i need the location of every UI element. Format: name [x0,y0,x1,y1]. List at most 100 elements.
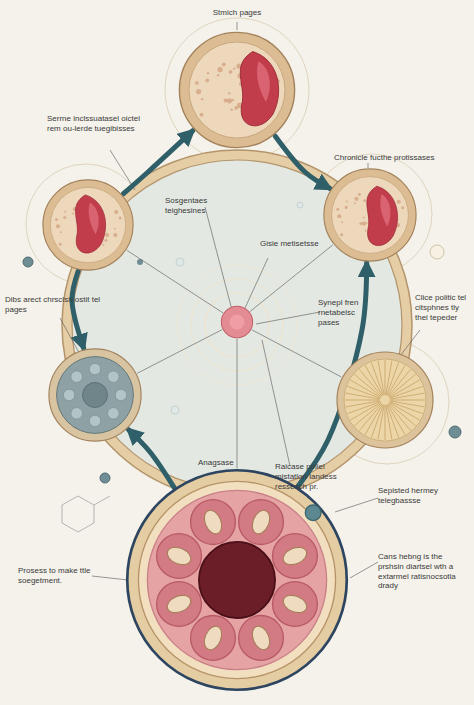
tissue-speck [217,74,219,76]
tissue-speck [205,79,209,83]
section-lobe [191,616,236,661]
cell-vesicle [71,408,83,420]
lesion-shape [240,52,278,126]
tissue-speck [363,199,366,202]
lesion-highlight [257,61,270,102]
tissue-speck [60,231,62,233]
illustration-circle: Gisie metisetsse [220,305,254,339]
tissue-speck [336,208,339,211]
tissue-speck [229,70,233,74]
tissue-speck [341,221,343,223]
leader-line [350,562,378,578]
section-marker [305,505,321,521]
cell-vesicle [89,363,101,375]
annotation-label: Sosgentaes teighesines [165,196,235,216]
bubble [176,258,184,266]
node-art [324,169,416,261]
section-lobe [157,582,202,627]
ray-line [350,380,380,398]
node-art [49,349,141,441]
leader-line [262,340,290,466]
bubble [449,426,461,438]
leader-line [237,22,238,30]
tissue-speck [232,99,234,101]
flow-arrow [275,136,330,188]
section-lobe [157,534,202,579]
tissue-core [332,177,409,254]
tissue-rim [43,180,133,270]
node-art [337,352,433,448]
tissue-speck [362,222,366,226]
section-lobe [239,500,284,545]
molecule-symbol [62,496,110,532]
bubble [171,406,179,414]
tissue-speck [55,218,58,221]
section-lobe [191,500,236,545]
tissue-speck [227,98,232,103]
section-seed [249,508,273,537]
section-seed [249,624,273,653]
ray-line [386,405,392,439]
section-rim [127,470,347,690]
ray-line [378,361,384,395]
tissue-speck [228,92,230,94]
illustration-circle: Serrne inclssuatasel oictel rem ou-lerde… [41,178,135,272]
ray-core [344,359,426,441]
center-dot-core [230,315,245,330]
tissue-speck [397,200,401,204]
ray-rim [337,352,433,448]
tissue-speck [63,216,66,219]
section-wall [138,481,335,678]
tissue-speck [358,193,361,196]
node-art [221,306,252,337]
tissue-speck [217,67,222,72]
cell-vesicle [71,371,83,383]
annotation-label: Raicase poliel mistatlon landess ressesc… [275,462,355,491]
lesion-shape [367,186,398,245]
spoke-line [127,251,222,313]
tissue-lesion [367,186,398,245]
node-art [43,180,133,270]
node-art [179,32,294,147]
spoke-line [252,330,341,377]
ray-line [346,401,380,407]
tissue-rim [179,32,294,147]
node-label: Chronicle fucthe protissases [334,153,469,163]
tissue-speck [195,81,199,85]
tissue-speck [119,216,122,219]
leader-line [335,498,378,512]
section-lobe [239,616,284,661]
ray-line [390,400,425,401]
tissue-speck [102,244,104,246]
cell-core [57,357,134,434]
tissue-speck [64,211,66,213]
tissue-speck [222,63,226,67]
tissue-speck [363,217,365,219]
illustration-circle: Sepisted hermey telegbassse [125,468,349,692]
tissue-speck [340,233,343,236]
tissue-speck [354,202,356,204]
bubble [430,245,444,259]
spoke-line [138,330,222,373]
node-label: Stmich pages [157,8,317,18]
lesion-shape [76,195,106,253]
illustration-circle: Chronicle fucthe protissases [322,167,418,263]
section-lobe [273,582,318,627]
ray-line [390,393,424,399]
guide-circle [165,18,309,162]
tissue-speck [114,210,118,214]
tissue-speck [354,197,358,201]
cell-vesicle [108,408,120,420]
node-label: Gisie metisetsse [260,239,320,249]
illustration-circle: Dibs arect chrsclsh ostit tel pages [47,347,143,443]
flow-arrow [128,430,174,488]
tissue-speck [105,233,109,237]
lesion-highlight [89,202,99,234]
annotation-label: Anagsase [198,458,248,468]
annotation-label: Prosess to make ttle soegetment. [18,566,96,586]
node-art [127,470,347,690]
circle-outline [177,30,297,150]
leader-line [92,576,128,580]
section-seed [165,592,194,616]
bubble [297,202,303,208]
